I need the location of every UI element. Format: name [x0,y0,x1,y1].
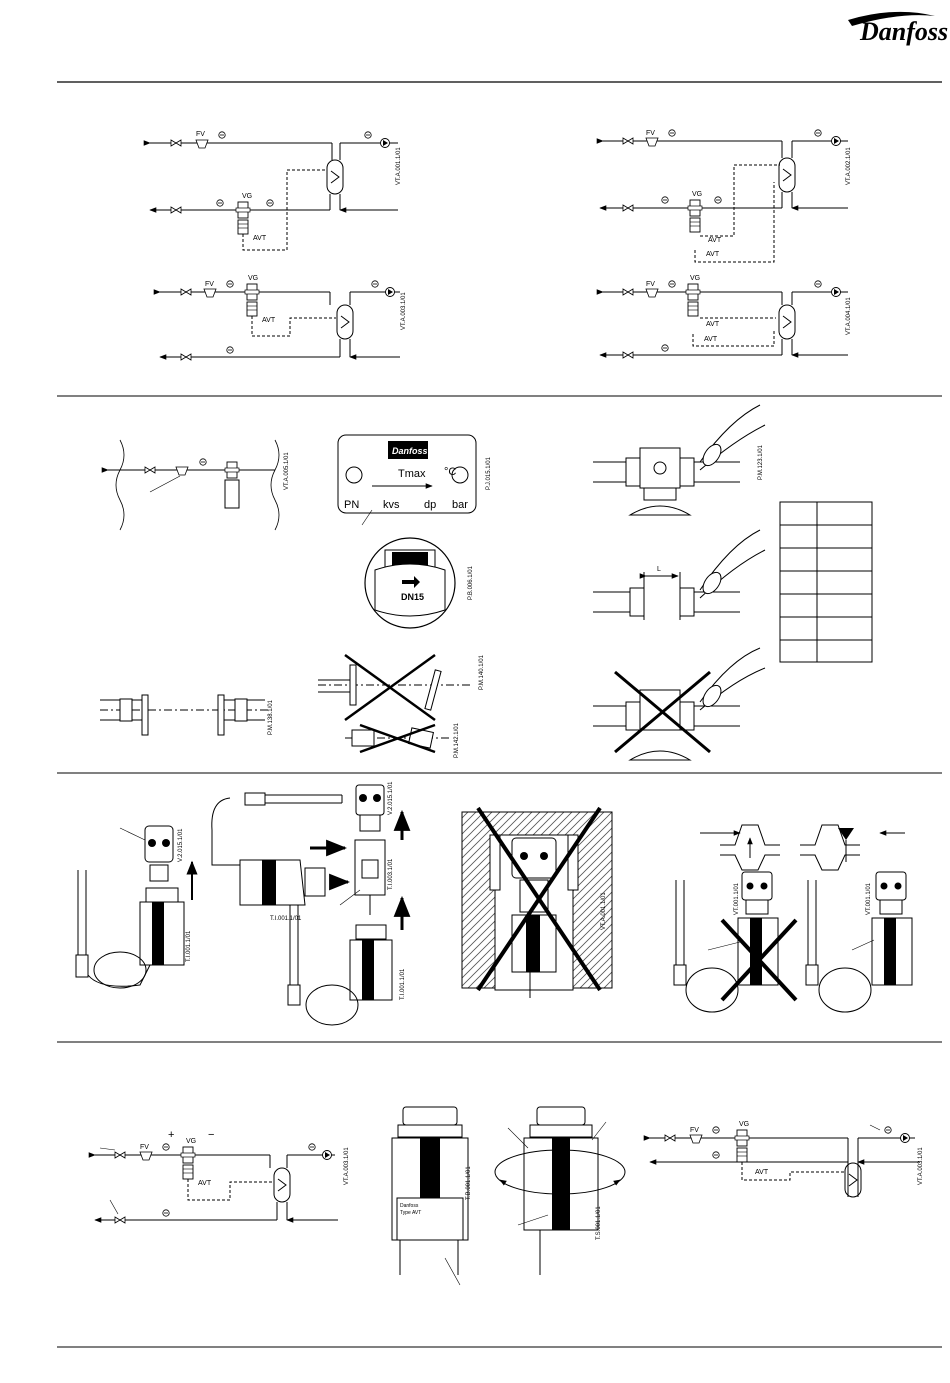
avt-label-2: AVT [704,336,718,343]
minus-sign: − [208,1129,214,1141]
schematic-3: FV VG AVT AVT VT.A.002.1/01 [596,129,852,263]
figure-code: P.M.138.1/01 [268,699,274,735]
figure-code: VT.A.003.1/01 [401,292,407,330]
vg-label: VG [186,1138,196,1145]
vg-label: VG [242,193,252,200]
weld-gap-view: L [593,529,766,620]
fv-label: FV [140,1144,149,1151]
figure-code: V.2.015.1/01 [178,828,184,862]
figure-code: P.B.006.1/01 [468,565,474,600]
flange-alignment-correct: P.M.138.1/01 [100,694,274,736]
figure-code: VT.A.001.1/01 [601,892,607,930]
fv-label: FV [196,131,205,138]
section-4-setting: + − FV VG AVT VT.A.003. [88,1106,924,1286]
nameplate-dp: dp [424,499,436,511]
nameplate-kvs: kvs [383,499,400,511]
setting-schematic-left: + − FV VG AVT VT.A.003. [88,1129,350,1224]
nameplate-tmax: Tmax [398,468,426,480]
figure-code: T.I.001.1/01 [400,968,406,1000]
vg-label: VG [739,1121,749,1128]
figure-code: VT.A.003.1/01 [918,1147,924,1185]
fv-label-2: FV [205,281,214,288]
nameplate: Danfoss Tmax °C PN kvs dp bar P.J.015.1/… [337,434,492,526]
figure-code: V.2.015.1/01 [388,781,394,815]
valve-dn: DN15 [401,592,424,602]
nameplate-logo-box [388,441,428,459]
actuator-assembly-b: T.I.001.1/01 [211,792,351,922]
flow-direction-correct: VT.001.1/01 [800,824,913,1013]
section-1-schematics: FV VG AVT VT.A.001.1/01 [143,129,852,361]
figure-code: T.I.003.1/01 [388,858,394,890]
figure-code: VT.A.004.1/01 [846,297,852,335]
figure-code: T.I.001.1/01 [270,916,302,922]
figure-code: T.S.001.1/01 [596,1206,602,1240]
strainer-schematic: VT.A.005.1/01 [101,439,290,531]
figure-code: T.B.001.1/01 [466,1166,472,1200]
vg-label: VG [248,275,258,282]
label-type: Type AVT [400,1210,421,1216]
nameplate-unit: °C [444,466,456,478]
fv-label: FV [646,281,655,288]
nameplate-pn: PN [344,499,359,511]
figure-code: P.M.142.1/01 [454,722,460,758]
schematic-1: FV VG AVT VT.A.001.1/01 [143,131,402,251]
nameplate-logo: Danfoss [392,446,428,456]
avt-label: AVT [198,1180,212,1187]
vg-label: VG [690,275,700,282]
actuator-assembly-a: V.2.015.1/01 T.I.001.1/01 [75,825,198,989]
schematic-4: FV VG AVT AVT VT.A.004.1/01 [596,275,852,359]
avt-label-2: AVT [706,251,720,258]
brand-logo: Danfoss [848,11,948,46]
nameplate-bar: bar [452,499,468,511]
figure-code: VT.A.003.1/01 [344,1147,350,1185]
dimension-table [779,501,873,663]
setting-schematic-right: FV VG AVT VT.A.003.1/01 [643,1121,924,1198]
brand-logo-text: Danfoss [859,17,948,46]
section-2-installation: VT.A.005.1/01 Danfoss Tmax °C PN kvs dp … [100,404,873,761]
fv-label: FV [646,130,655,137]
insulation-wrong: VT.A.001.1/01 [461,806,613,998]
figure-code: VT.A.005.1/01 [284,452,290,490]
gap-label: L [657,566,661,573]
figure-code: P.M.140.1/01 [479,654,485,690]
figure-code: VT.A.001.1/01 [396,147,402,185]
valve-body-detail: DN15 P.B.006.1/01 [364,537,474,629]
plus-sign: + [168,1129,174,1141]
flange-misalignment-wrong: P.M.140.1/01 P.M.142.1/01 [318,653,485,758]
label-brand: Danfoss [400,1203,419,1209]
actuator-rotation-view: T.S.001.1/01 [494,1106,626,1275]
avt-label: AVT [253,235,267,242]
avt-label-1: AVT [706,321,720,328]
flow-direction-wrong: VT.001.1/01 [673,824,798,1013]
avt-label: AVT [755,1169,769,1176]
schematic-2: FV VG AVT VT.A.003.1/01 [153,275,407,361]
figure-code: VT.A.002.1/01 [846,147,852,185]
figure-code: P.M.123.1/01 [758,444,764,480]
avt-label-1: AVT [708,237,722,244]
vg-label: VG [692,191,702,198]
figure-code: P.J.015.1/01 [486,456,492,490]
figure-code: VT.001.1/01 [866,882,872,915]
figure-code: VT.001.1/01 [734,882,740,915]
fv-label: FV [690,1127,699,1134]
weld-wrong-view [593,647,766,761]
actuator-label-view: Danfoss Type AVT T.B.001.1/01 [391,1106,472,1286]
figure-code: T.I.001.1/01 [186,930,192,962]
avt-label: AVT [262,317,276,324]
section-3-actuator-mounting: V.2.015.1/01 T.I.001.1/01 T.I.001.1/01 V… [75,781,913,1026]
valve-assembly-c: V.2.015.1/01 T.I.003.1/01 T.I.001.1/01 [287,781,411,1026]
weld-valve-view: P.M.123.1/01 [593,404,766,516]
